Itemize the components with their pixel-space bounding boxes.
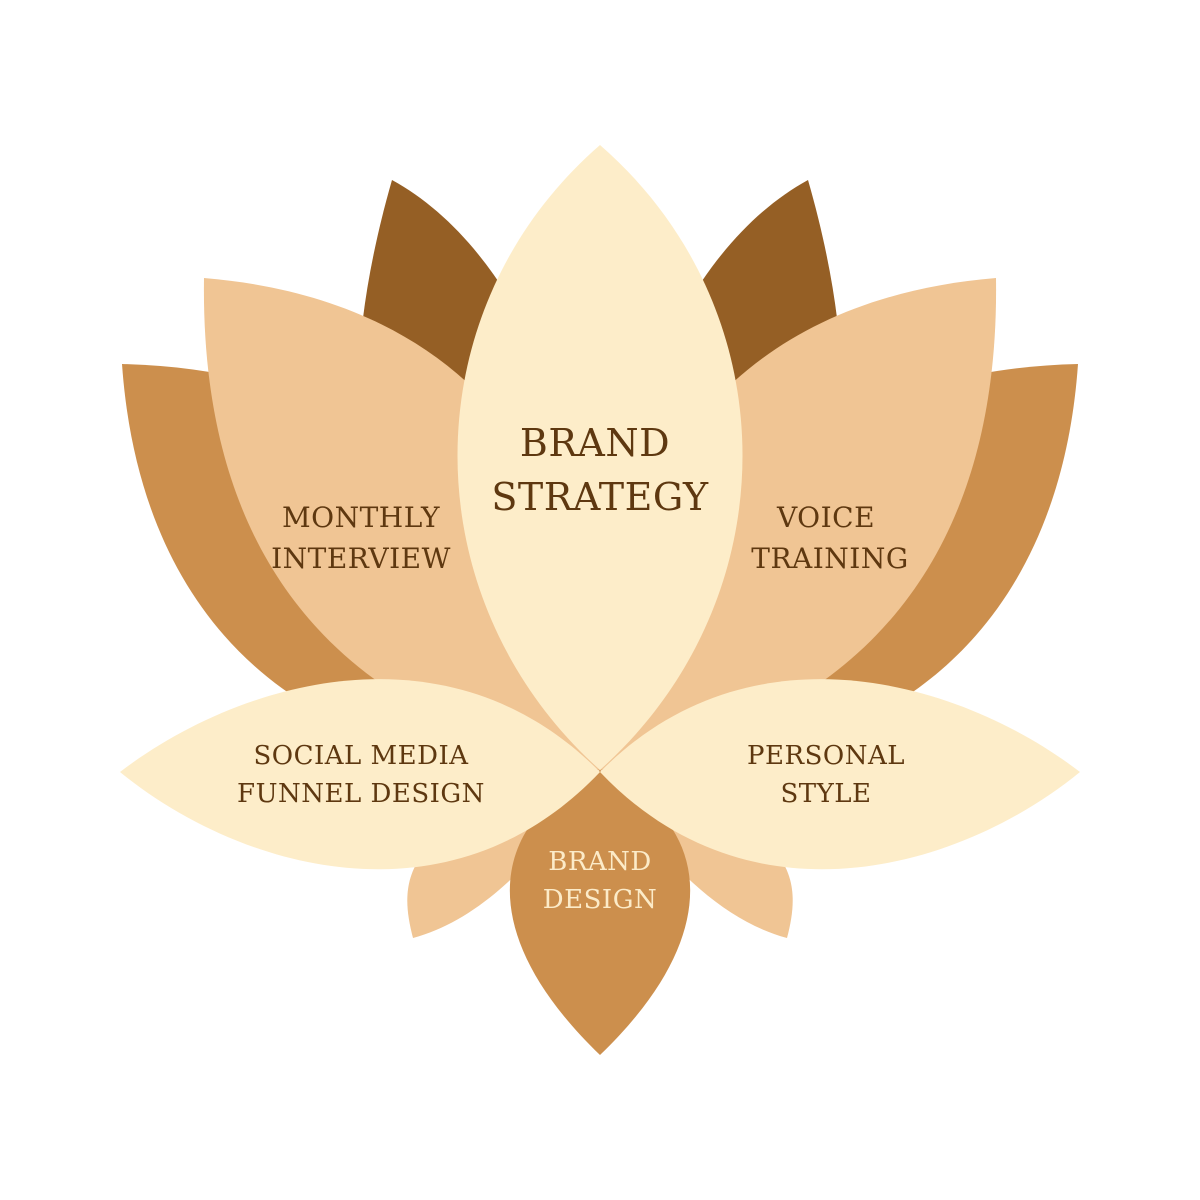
label-voice-training-line2: TRAINING <box>751 542 908 575</box>
label-voice-training-line1: VOICE <box>776 501 875 534</box>
label-social-media-line2: FUNNEL DESIGN <box>237 779 485 809</box>
petal-center <box>457 145 743 770</box>
petal-bottom <box>509 770 691 1055</box>
petal-lower-left <box>120 679 600 870</box>
label-personal-style-line2: STYLE <box>780 779 871 809</box>
label-monthly-interview-line2: INTERVIEW <box>271 542 451 575</box>
label-social-media-line1: SOCIAL MEDIA <box>253 741 469 771</box>
label-brand-strategy-line2: STRATEGY <box>491 475 709 519</box>
label-brand-design-line2: DESIGN <box>543 885 657 915</box>
label-brand-strategy-line1: BRAND <box>520 421 670 465</box>
petal-upper-left <box>203 278 601 770</box>
label-monthly-interview-line1: MONTHLY <box>282 501 440 534</box>
petal-upper-right <box>599 278 997 770</box>
label-brand-design-line1: BRAND <box>548 847 652 877</box>
petal-lower-right <box>600 679 1080 870</box>
label-personal-style-line1: PERSONAL <box>747 741 905 771</box>
